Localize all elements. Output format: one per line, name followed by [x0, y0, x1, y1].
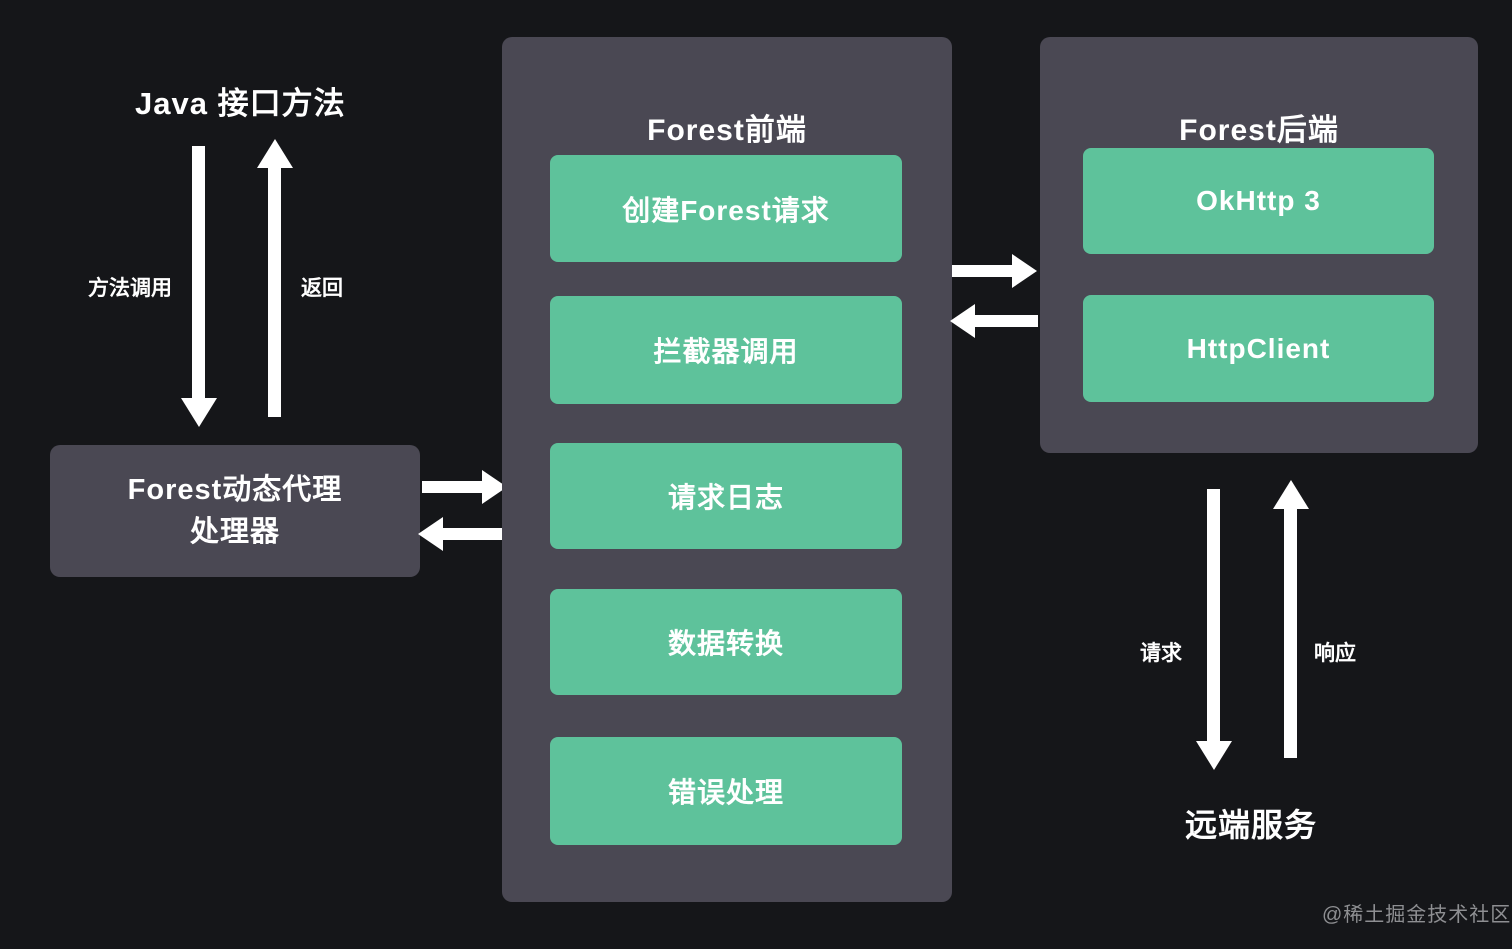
arrow-down-icon — [181, 146, 217, 427]
backend-okhttp-node: OkHttp 3 — [1083, 148, 1434, 254]
arrow-down-icon — [1196, 489, 1232, 770]
arrow-right-icon — [422, 470, 507, 504]
frontend-step-create-request: 创建Forest请求 — [550, 155, 902, 262]
frontend-step-request-log: 请求日志 — [550, 443, 902, 549]
backend-panel: Forest后端 OkHttp 3 HttpClient — [1040, 37, 1478, 453]
frontend-panel-title: Forest前端 — [647, 114, 807, 147]
frontend-panel: Forest前端 创建Forest请求 拦截器调用 请求日志 数据转换 错误处理 — [502, 37, 952, 902]
response-label: 响应 — [1314, 642, 1356, 665]
method-call-label: 方法调用 — [88, 277, 172, 300]
return-label: 返回 — [301, 277, 343, 300]
arrow-left-icon — [950, 304, 1038, 338]
proxy-processor-label-line2: 处理器 — [189, 516, 280, 548]
java-interface-title: Java 接口方法 — [135, 86, 346, 121]
request-label: 请求 — [1140, 642, 1182, 665]
arrow-up-icon — [257, 139, 293, 417]
arrow-right-icon — [952, 254, 1037, 288]
backend-httpclient-node: HttpClient — [1083, 295, 1434, 402]
proxy-processor-node: Forest动态代理 处理器 — [50, 445, 420, 577]
frontend-step-data-convert: 数据转换 — [550, 589, 902, 695]
arrow-up-icon — [1273, 480, 1309, 758]
frontend-step-interceptor: 拦截器调用 — [550, 296, 902, 404]
watermark: @稀土掘金技术社区 — [1322, 904, 1512, 926]
frontend-step-error-handling: 错误处理 — [550, 737, 902, 845]
arrow-left-icon — [418, 517, 508, 551]
proxy-processor-label-line1: Forest动态代理 — [127, 473, 343, 506]
remote-service-title: 远端服务 — [1185, 807, 1318, 843]
backend-panel-title: Forest后端 — [1179, 114, 1339, 147]
